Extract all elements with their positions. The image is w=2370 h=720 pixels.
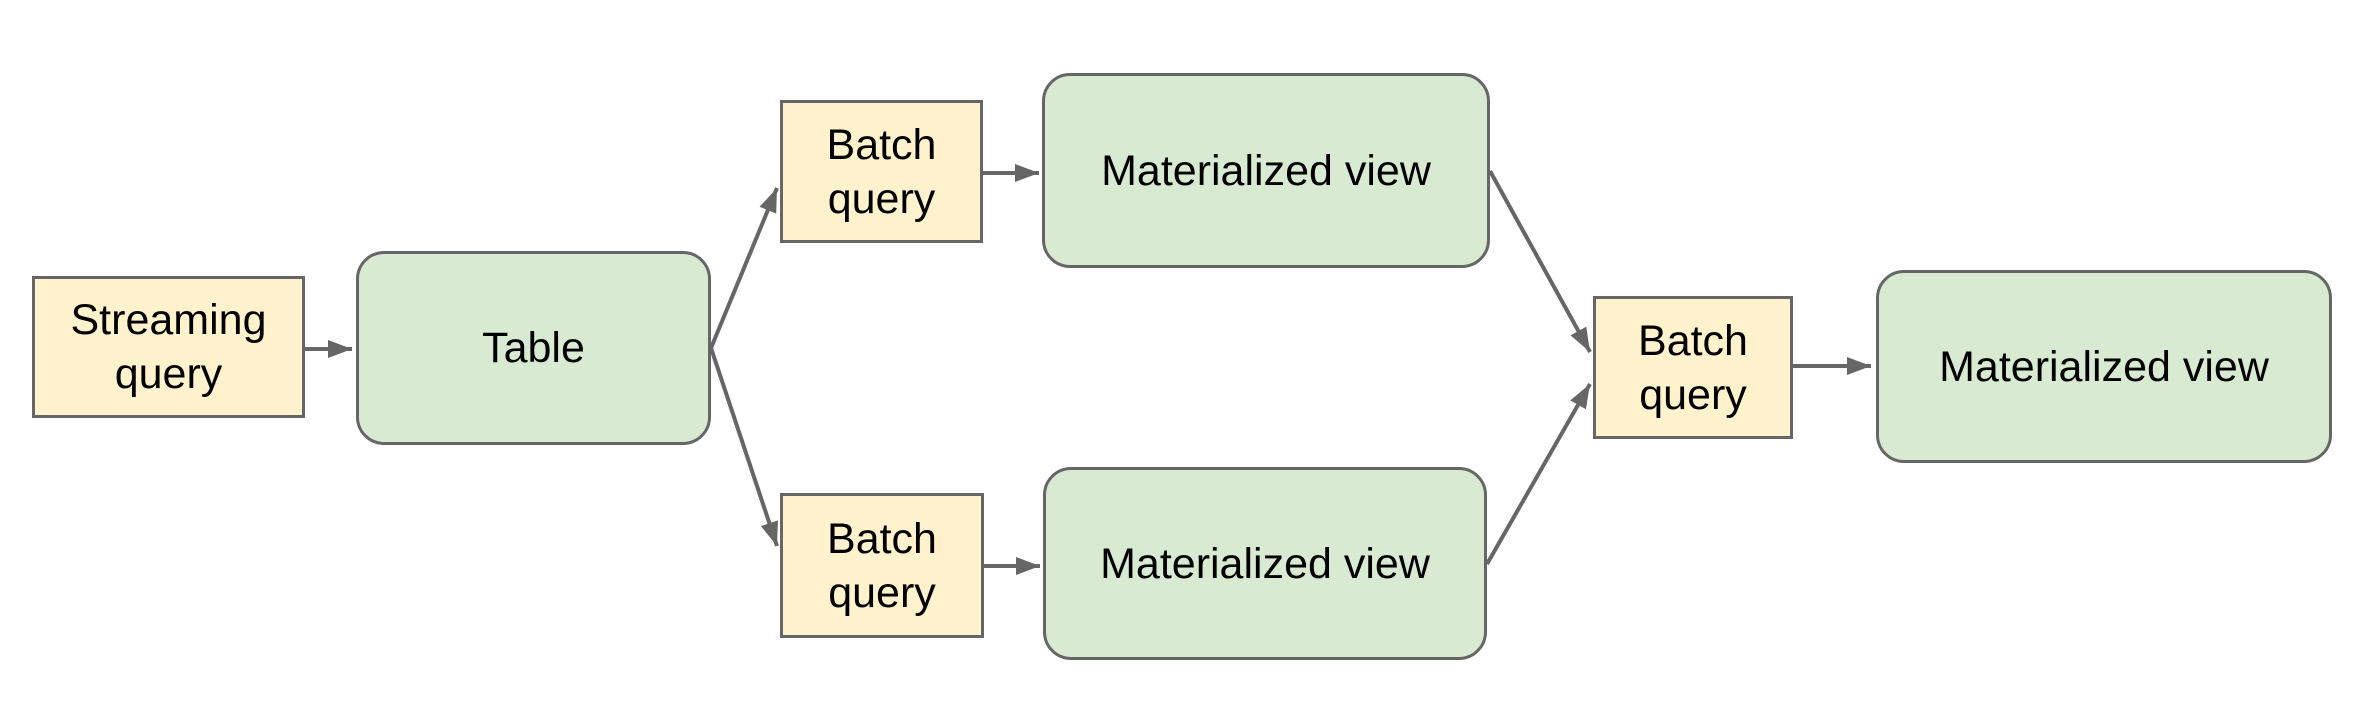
node-materialized-view-bottom-label: Materialized view [1100,539,1430,588]
node-batch-query-bottom-label: Batch query [827,514,937,617]
edge-table-to-batch-query-bottom [709,347,779,547]
node-materialized-view-bottom: Materialized view [1043,467,1487,660]
node-materialized-view-top: Materialized view [1042,73,1490,268]
node-table-label: Table [482,324,585,372]
node-materialized-view-final: Materialized view [1876,270,2332,463]
node-table: Table [356,251,711,445]
node-batch-query-top-label: Batch query [826,120,937,223]
edge-materialized-view-top-to-batch-query-final [1488,170,1592,353]
node-batch-query-final-label: Batch query [1638,316,1748,419]
edge-materialized-view-bottom-to-batch-query-final [1485,383,1592,565]
node-materialized-view-top-label: Materialized view [1101,146,1431,195]
node-streaming-query: Streaming query [32,276,305,418]
node-streaming-query-label: Streaming query [70,296,267,398]
node-materialized-view-final-label: Materialized view [1939,342,2269,391]
node-batch-query-top: Batch query [780,100,983,243]
node-batch-query-bottom: Batch query [780,493,984,638]
edge-table-to-batch-query-top [709,187,779,349]
node-batch-query-final: Batch query [1593,296,1793,439]
